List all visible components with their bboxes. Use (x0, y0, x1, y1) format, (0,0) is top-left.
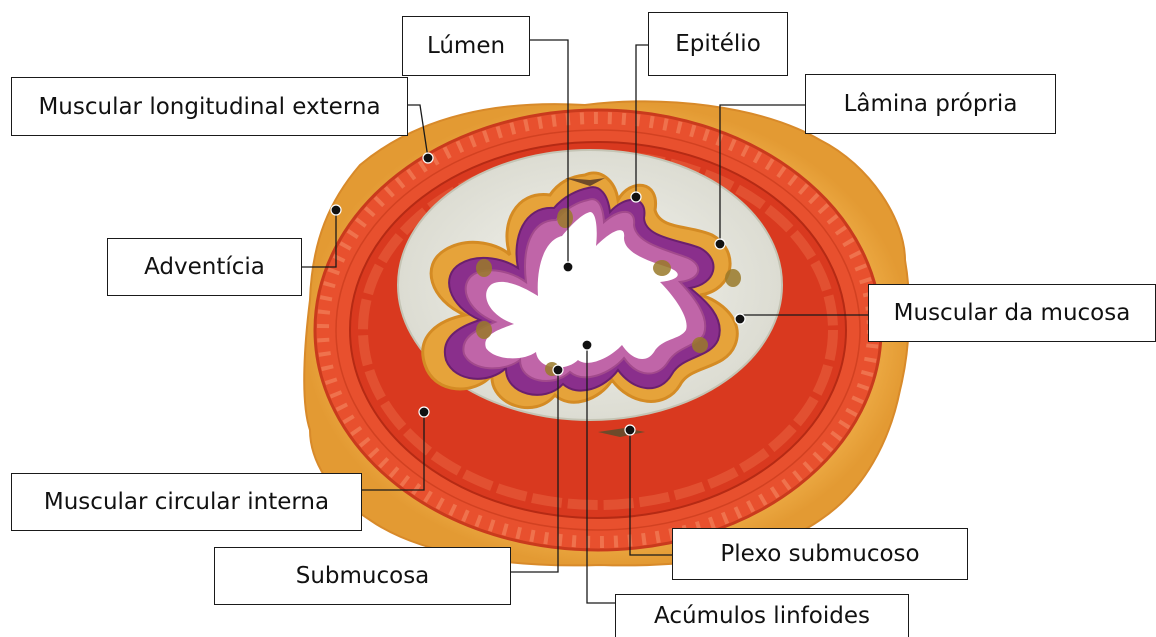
label-epitelio: Epitélio (648, 12, 788, 76)
dot-acumulos (582, 340, 592, 350)
label-muscular-circular-interna: Muscular circular interna (11, 473, 362, 531)
label-muscular-da-mucosa: Muscular da mucosa (868, 284, 1156, 342)
label-acumulos-linfoides: Acúmulos linfoides (615, 594, 909, 637)
dot-submucosa (553, 365, 563, 375)
dot-plexo (625, 425, 635, 435)
label-submucosa: Submucosa (214, 547, 511, 605)
dot-epitelio (631, 192, 641, 202)
label-lumen: Lúmen (402, 16, 530, 76)
label-lamina-propria: Lâmina própria (805, 74, 1056, 134)
dot-lamina (715, 239, 725, 249)
label-muscular-longitudinal-externa: Muscular longitudinal externa (11, 77, 408, 136)
dot-circular (419, 407, 429, 417)
dot-adventicia (331, 205, 341, 215)
dot-longitudinal (423, 153, 433, 163)
dot-muscular-mucosa (735, 314, 745, 324)
label-adventicia: Adventícia (107, 238, 302, 296)
label-plexo-submucoso: Plexo submucoso (672, 528, 968, 580)
dot-lumen (563, 262, 573, 272)
